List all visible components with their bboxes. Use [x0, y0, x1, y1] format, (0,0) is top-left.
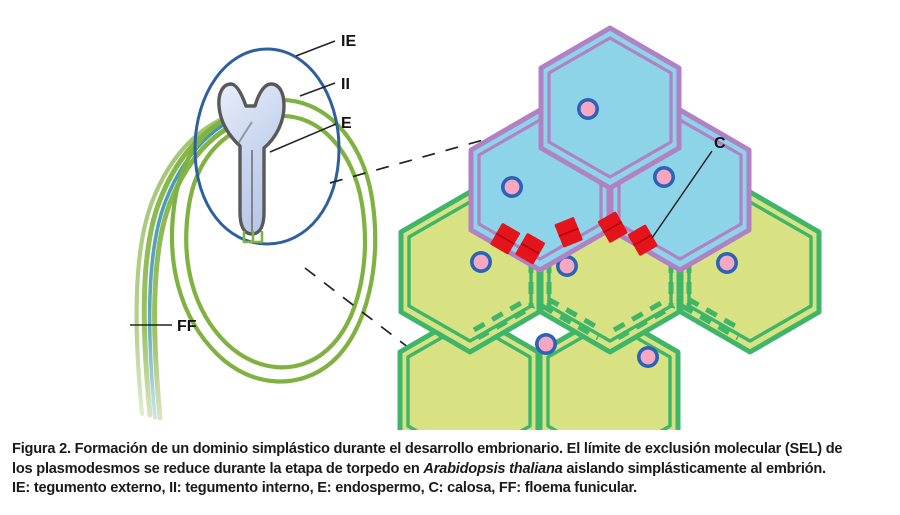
nucleus: [716, 252, 738, 274]
inner-integument-layer: [184, 113, 367, 370]
zoom-connector-lines: [304, 123, 541, 419]
funicular-phloem-strand: [147, 111, 253, 420]
plasmodesma-open: [680, 303, 740, 341]
suspensor-mark: [242, 230, 264, 244]
plasmodesma-open: [476, 303, 536, 341]
figure-caption: Figura 2. Formación de un dominio simplá…: [12, 440, 890, 499]
species-name: Arabidopsis thaliana: [423, 460, 563, 477]
leader-line-ii: [299, 82, 336, 97]
callose-plug: [515, 233, 545, 265]
green-cell: [397, 309, 557, 430]
nucleus: [535, 333, 557, 355]
label-ii: II: [341, 76, 350, 93]
nucleus: [577, 98, 599, 120]
nucleus: [470, 251, 492, 273]
callose-plug: [554, 217, 583, 248]
nucleus: [637, 346, 659, 368]
label-c: C: [714, 135, 726, 152]
callose-plug: [627, 224, 658, 256]
caption-line-2-prefix: los plasmodesmos se reduce durante la et…: [12, 460, 424, 477]
plasmodesma-open: [540, 303, 600, 341]
ovule-diagram: IE II E FF: [130, 33, 378, 421]
caption-line-2-suffix: aislando simplásticamente al embrión.: [562, 460, 826, 477]
label-e: E: [341, 115, 352, 132]
callose-plug: [597, 211, 628, 243]
outer-integument-layer: [169, 97, 378, 384]
embryo: [217, 82, 286, 236]
nucleus: [653, 166, 675, 188]
callose-plug-group: [490, 211, 658, 265]
caption-line-3-text: IE: tegumento externo, II: tegumento int…: [12, 480, 637, 496]
endosperm-outline: [193, 47, 341, 246]
callose-plug: [490, 223, 520, 255]
figure-diagram: IE II E FF: [130, 25, 822, 430]
leader-line-ie: [295, 40, 336, 57]
plasmodesma-open: [612, 296, 670, 333]
plasmodesma-open: [546, 296, 604, 333]
caption-line-3: IE: tegumento externo, II: tegumento int…: [12, 479, 890, 499]
nucleus: [501, 176, 523, 198]
caption-line-1-text: Figura 2. Formación de un dominio simplá…: [12, 441, 843, 457]
label-ie: IE: [341, 33, 356, 50]
cell-diagram: C: [397, 25, 822, 430]
plasmodesma-open: [472, 296, 530, 333]
blue-cell: [538, 25, 682, 191]
plasmodesma-open: [686, 296, 744, 333]
caption-line-2: los plasmodesmos se reduce durante la et…: [12, 460, 890, 480]
nucleus: [556, 255, 578, 277]
caption-line-1: Figura 2. Formación de un dominio simplá…: [12, 440, 890, 460]
label-ff: FF: [177, 318, 197, 335]
leader-line-c: [651, 150, 713, 239]
ovule-leader-lines: [130, 40, 337, 326]
leader-line-e: [269, 123, 337, 153]
zoom-connector-top: [329, 123, 541, 184]
zoom-connector-bottom: [304, 267, 501, 419]
plasmodesma-open: [616, 303, 676, 341]
